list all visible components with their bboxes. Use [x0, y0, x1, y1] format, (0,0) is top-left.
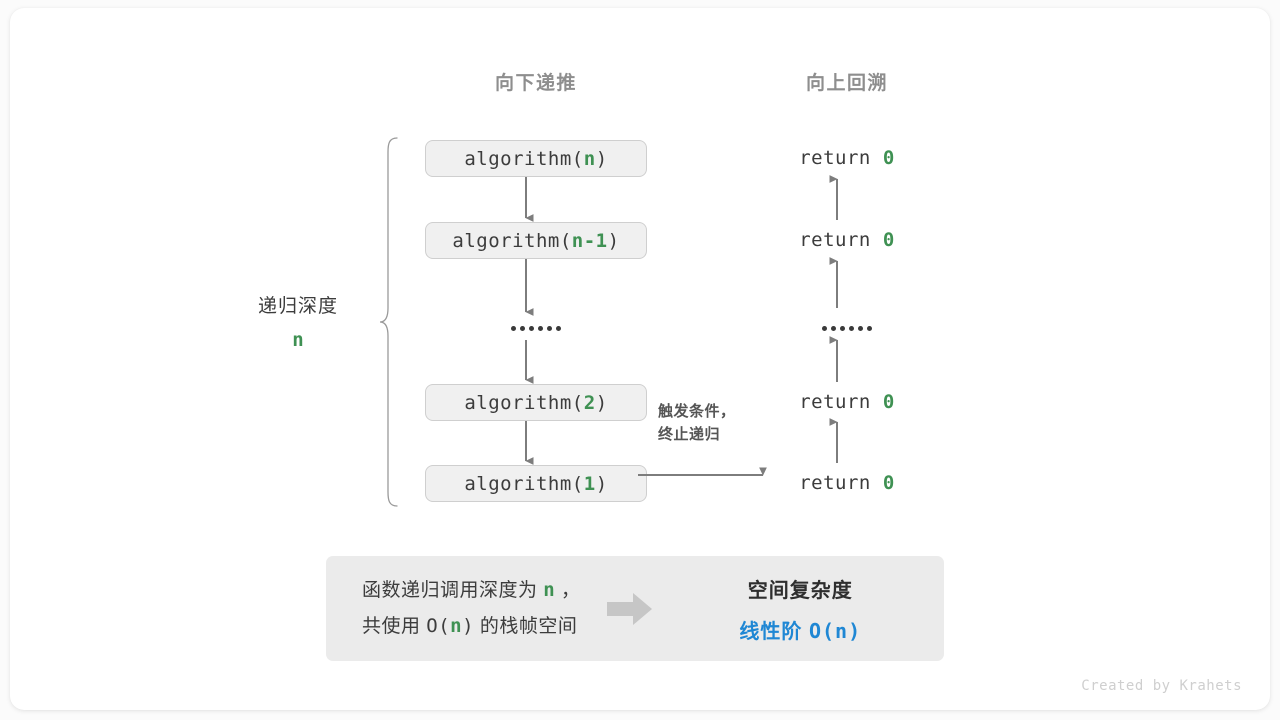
- summary-description: 函数递归调用深度为 n ， 共使用 O(n) 的栈帧空间: [326, 573, 581, 643]
- column-header-downward-recursion: 向下递推: [494, 73, 578, 94]
- credit-text: Created by Krahets: [1081, 678, 1242, 694]
- return-value: 0: [882, 472, 895, 494]
- terminate-note-line1: 触发条件，: [658, 403, 736, 420]
- summary-line1-n: n: [543, 579, 556, 602]
- complexity-order-text: 线性阶: [739, 620, 809, 643]
- call-box-prefix: algorithm(: [464, 472, 584, 495]
- right-block-arrow-icon: [606, 592, 653, 626]
- return-keyword: return: [799, 147, 871, 169]
- dot: [538, 326, 543, 331]
- summary-line1-text-a: 函数递归调用深度为: [362, 580, 544, 602]
- summary-line2-n: n: [450, 614, 463, 637]
- dot: [547, 326, 552, 331]
- recursion-depth-text: 递归深度: [257, 296, 339, 317]
- call-box-arg: n-1: [571, 229, 608, 252]
- return-label-fourth: return 0: [799, 391, 895, 413]
- depth-brace: [378, 136, 400, 513]
- call-box-prefix: algorithm(: [464, 147, 584, 170]
- summary-line2-bigo-open: O(: [426, 614, 451, 637]
- return-label-top: return 0: [799, 147, 895, 169]
- dot: [849, 326, 854, 331]
- dot: [858, 326, 863, 331]
- dot: [556, 326, 561, 331]
- call-box-prefix: algorithm(: [452, 229, 572, 252]
- return-value: 0: [882, 229, 895, 251]
- call-box-arg: 2: [583, 391, 596, 414]
- dot: [529, 326, 534, 331]
- return-keyword: return: [799, 472, 871, 494]
- return-label-base: return 0: [799, 472, 895, 494]
- terminate-condition-note: 触发条件， 终止递归: [658, 400, 736, 447]
- dot: [840, 326, 845, 331]
- return-keyword: return: [799, 229, 871, 251]
- return-value: 0: [882, 147, 895, 169]
- call-box-1[interactable]: algorithm(1): [425, 465, 647, 502]
- dot: [867, 326, 872, 331]
- terminate-note-line2: 终止递归: [658, 426, 721, 444]
- column-header-upward-backtrack: 向上回溯: [805, 73, 889, 94]
- return-column-ellipsis: [822, 326, 872, 331]
- call-box-n[interactable]: algorithm(n): [425, 140, 647, 177]
- summary-line1-text-b: ，: [555, 580, 581, 602]
- return-keyword: return: [799, 391, 871, 413]
- recursion-depth-value: n: [292, 329, 304, 351]
- call-box-suffix: ): [595, 472, 608, 495]
- call-box-arg: n: [583, 147, 596, 170]
- dot: [831, 326, 836, 331]
- call-box-prefix: algorithm(: [464, 391, 584, 414]
- space-complexity-title: 空间复杂度: [747, 579, 853, 602]
- summary-line-1: 函数递归调用深度为 n ，: [362, 573, 581, 608]
- summary-line2-text-b: 的栈帧空间: [474, 615, 578, 637]
- complexity-bigo: O(n): [808, 618, 862, 643]
- space-complexity-value: 线性阶 O(n): [675, 615, 926, 644]
- diagram-canvas: 向下递推 向上回溯 递归深度 n algorithm(n) algorithm(…: [10, 8, 1270, 710]
- call-box-2[interactable]: algorithm(2): [425, 384, 647, 421]
- recursion-depth-label: 递归深度 n: [258, 291, 338, 351]
- call-box-suffix: ): [607, 229, 620, 252]
- summary-line-2: 共使用 O(n) 的栈帧空间: [362, 609, 581, 644]
- call-box-suffix: ): [595, 391, 608, 414]
- dot: [520, 326, 525, 331]
- return-label-second: return 0: [799, 229, 895, 251]
- call-stack-ellipsis: [511, 326, 561, 331]
- summary-line2-text-a: 共使用: [362, 615, 427, 637]
- return-value: 0: [882, 391, 895, 413]
- call-box-suffix: ): [595, 147, 608, 170]
- summary-conclusion: 空间复杂度 线性阶 O(n): [675, 574, 944, 644]
- call-box-arg: 1: [583, 472, 596, 495]
- summary-box: 函数递归调用深度为 n ， 共使用 O(n) 的栈帧空间 空间复杂度 线性阶 O…: [326, 556, 944, 661]
- call-box-n-minus-1[interactable]: algorithm(n-1): [425, 222, 647, 259]
- dot: [511, 326, 516, 331]
- summary-line2-bigo-close: ): [462, 614, 475, 637]
- dot: [822, 326, 827, 331]
